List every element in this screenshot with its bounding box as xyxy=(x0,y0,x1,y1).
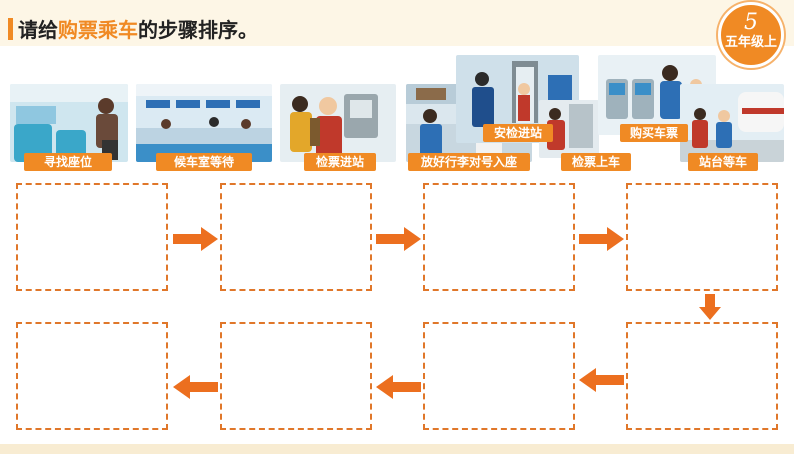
title-accent-bar xyxy=(8,18,13,40)
arrow-left-icon xyxy=(173,375,218,399)
arrow-down-icon xyxy=(699,294,721,320)
step-label-platform-check: 检票上车 xyxy=(561,153,631,171)
title-prefix: 请给 xyxy=(18,18,58,42)
answer-box-1[interactable] xyxy=(16,183,168,291)
ticket-gate-illustration xyxy=(280,84,396,162)
waiting-room-illustration xyxy=(136,84,272,162)
answer-box-8[interactable] xyxy=(16,322,168,430)
step-label-security-check: 安检进站 xyxy=(483,124,553,142)
step-label-ticket-gate: 检票进站 xyxy=(304,153,376,171)
answer-box-3[interactable] xyxy=(423,183,575,291)
footer-band xyxy=(0,444,794,454)
step-label-waiting-room: 候车室等待 xyxy=(156,153,252,171)
illustration-platform-wait xyxy=(680,84,784,162)
platform-train-illustration xyxy=(680,84,784,162)
answer-box-6[interactable] xyxy=(423,322,575,430)
arrow-right-icon xyxy=(173,227,218,251)
step-label-find-seat: 寻找座位 xyxy=(24,153,112,171)
grade-label: 五年级上 xyxy=(724,35,777,50)
step-label-platform-wait: 站台等车 xyxy=(688,153,758,171)
title-suffix: 的步骤排序。 xyxy=(138,18,258,42)
answer-box-7[interactable] xyxy=(220,322,372,430)
header-band xyxy=(0,0,794,46)
train-seat-illustration xyxy=(10,84,128,162)
illustration-find-seat xyxy=(10,84,128,162)
grade-badge: 5 五年级上 xyxy=(718,2,784,68)
step-label-buy-ticket: 购买车票 xyxy=(620,124,688,142)
arrow-right-icon xyxy=(376,227,421,251)
arrow-right-icon xyxy=(579,227,624,251)
step-label-luggage: 放好行李对号入座 xyxy=(408,153,530,171)
arrow-left-icon xyxy=(579,368,624,392)
answer-box-5[interactable] xyxy=(626,322,778,430)
grade-number: 5 xyxy=(744,10,758,35)
illustration-waiting-room xyxy=(136,84,272,162)
arrow-left-icon xyxy=(376,375,421,399)
title-highlight: 购票乘车 xyxy=(58,18,138,42)
illustration-ticket-gate xyxy=(280,84,396,162)
answer-box-4[interactable] xyxy=(626,183,778,291)
page-title: 请给购票乘车的步骤排序。 xyxy=(18,14,258,43)
answer-box-2[interactable] xyxy=(220,183,372,291)
